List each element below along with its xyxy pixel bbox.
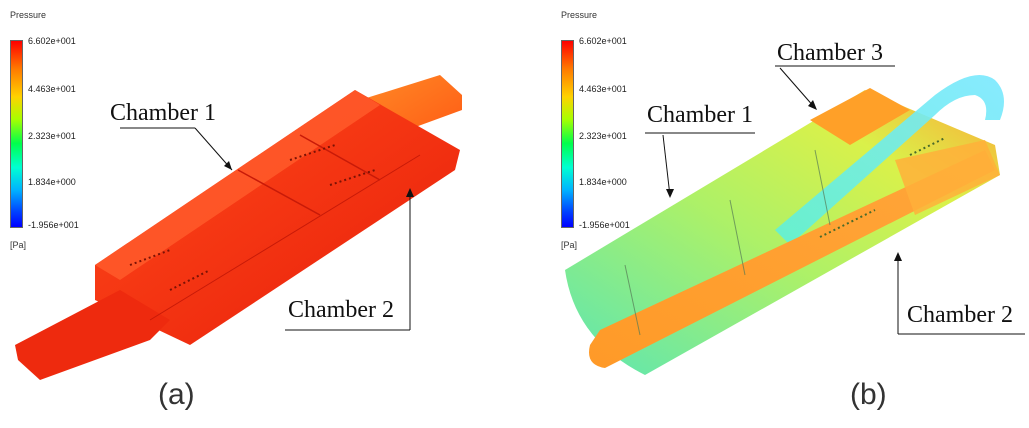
callout-chamber-2: Chamber 2 xyxy=(288,297,394,323)
callout-chamber-2: Chamber 2 xyxy=(907,302,1013,328)
legend-tick: 6.602e+001 xyxy=(28,36,76,46)
panel-b: Pressure 6.602e+001 4.463e+001 2.323e+00… xyxy=(515,0,1029,428)
legend-tick: 4.463e+001 xyxy=(579,84,627,94)
baffle-line xyxy=(624,264,641,336)
chamber-body xyxy=(95,90,460,345)
perforations xyxy=(129,249,171,266)
arrow-head xyxy=(808,100,817,110)
muffler-model-b xyxy=(565,65,1025,375)
callout-chamber-1: Chamber 1 xyxy=(647,102,753,128)
legend-tick: -1.956e+001 xyxy=(579,220,630,230)
chamber-2-region xyxy=(895,140,1000,215)
perforations xyxy=(819,209,876,238)
legend-title: Pressure xyxy=(561,10,598,20)
pressure-colorbar xyxy=(10,40,23,228)
subfigure-caption: (a) xyxy=(158,378,195,411)
subfigure-caption: (b) xyxy=(850,378,887,411)
legend-unit: [Pa] xyxy=(10,240,27,250)
chamber-3-block xyxy=(810,88,910,145)
panel-a: Pressure 6.602e+001 4.463e+001 2.323e+00… xyxy=(10,10,462,411)
baffle-line xyxy=(814,149,831,226)
legend-tick: 6.602e+001 xyxy=(579,36,627,46)
legend-tick: 2.323e+001 xyxy=(579,131,627,141)
callout-chamber-3: Chamber 3 xyxy=(777,40,883,66)
legend-tick: 1.834e+000 xyxy=(579,177,627,187)
inlet-pipe xyxy=(15,290,170,380)
baffle-line xyxy=(237,169,321,216)
baffle-line xyxy=(729,199,746,276)
legend-tick: 1.834e+000 xyxy=(28,177,76,187)
arrow-head xyxy=(666,189,674,198)
legend-title: Pressure xyxy=(10,10,47,20)
legend-tick: -1.956e+001 xyxy=(28,220,79,230)
callout-arrow xyxy=(662,134,671,197)
arrow-head xyxy=(224,161,232,170)
cyan-outlet-pipe xyxy=(775,75,1004,245)
legend-tick: 4.463e+001 xyxy=(28,84,76,94)
callout-arrow xyxy=(779,67,816,109)
arrow-head xyxy=(406,188,414,197)
muffler-model-a xyxy=(15,75,462,380)
baffle-line xyxy=(149,154,421,321)
legend-unit: [Pa] xyxy=(561,240,578,250)
callout-chamber-1: Chamber 1 xyxy=(110,100,216,126)
chamber-top-face xyxy=(95,90,380,280)
arrow-head xyxy=(894,252,902,261)
callout-arrow xyxy=(194,127,233,171)
baffle-line xyxy=(299,134,381,181)
pressure-colorbar xyxy=(561,40,574,228)
legend-tick: 2.323e+001 xyxy=(28,131,76,141)
orange-inlet-pipe xyxy=(589,150,995,368)
perforations xyxy=(909,137,946,156)
